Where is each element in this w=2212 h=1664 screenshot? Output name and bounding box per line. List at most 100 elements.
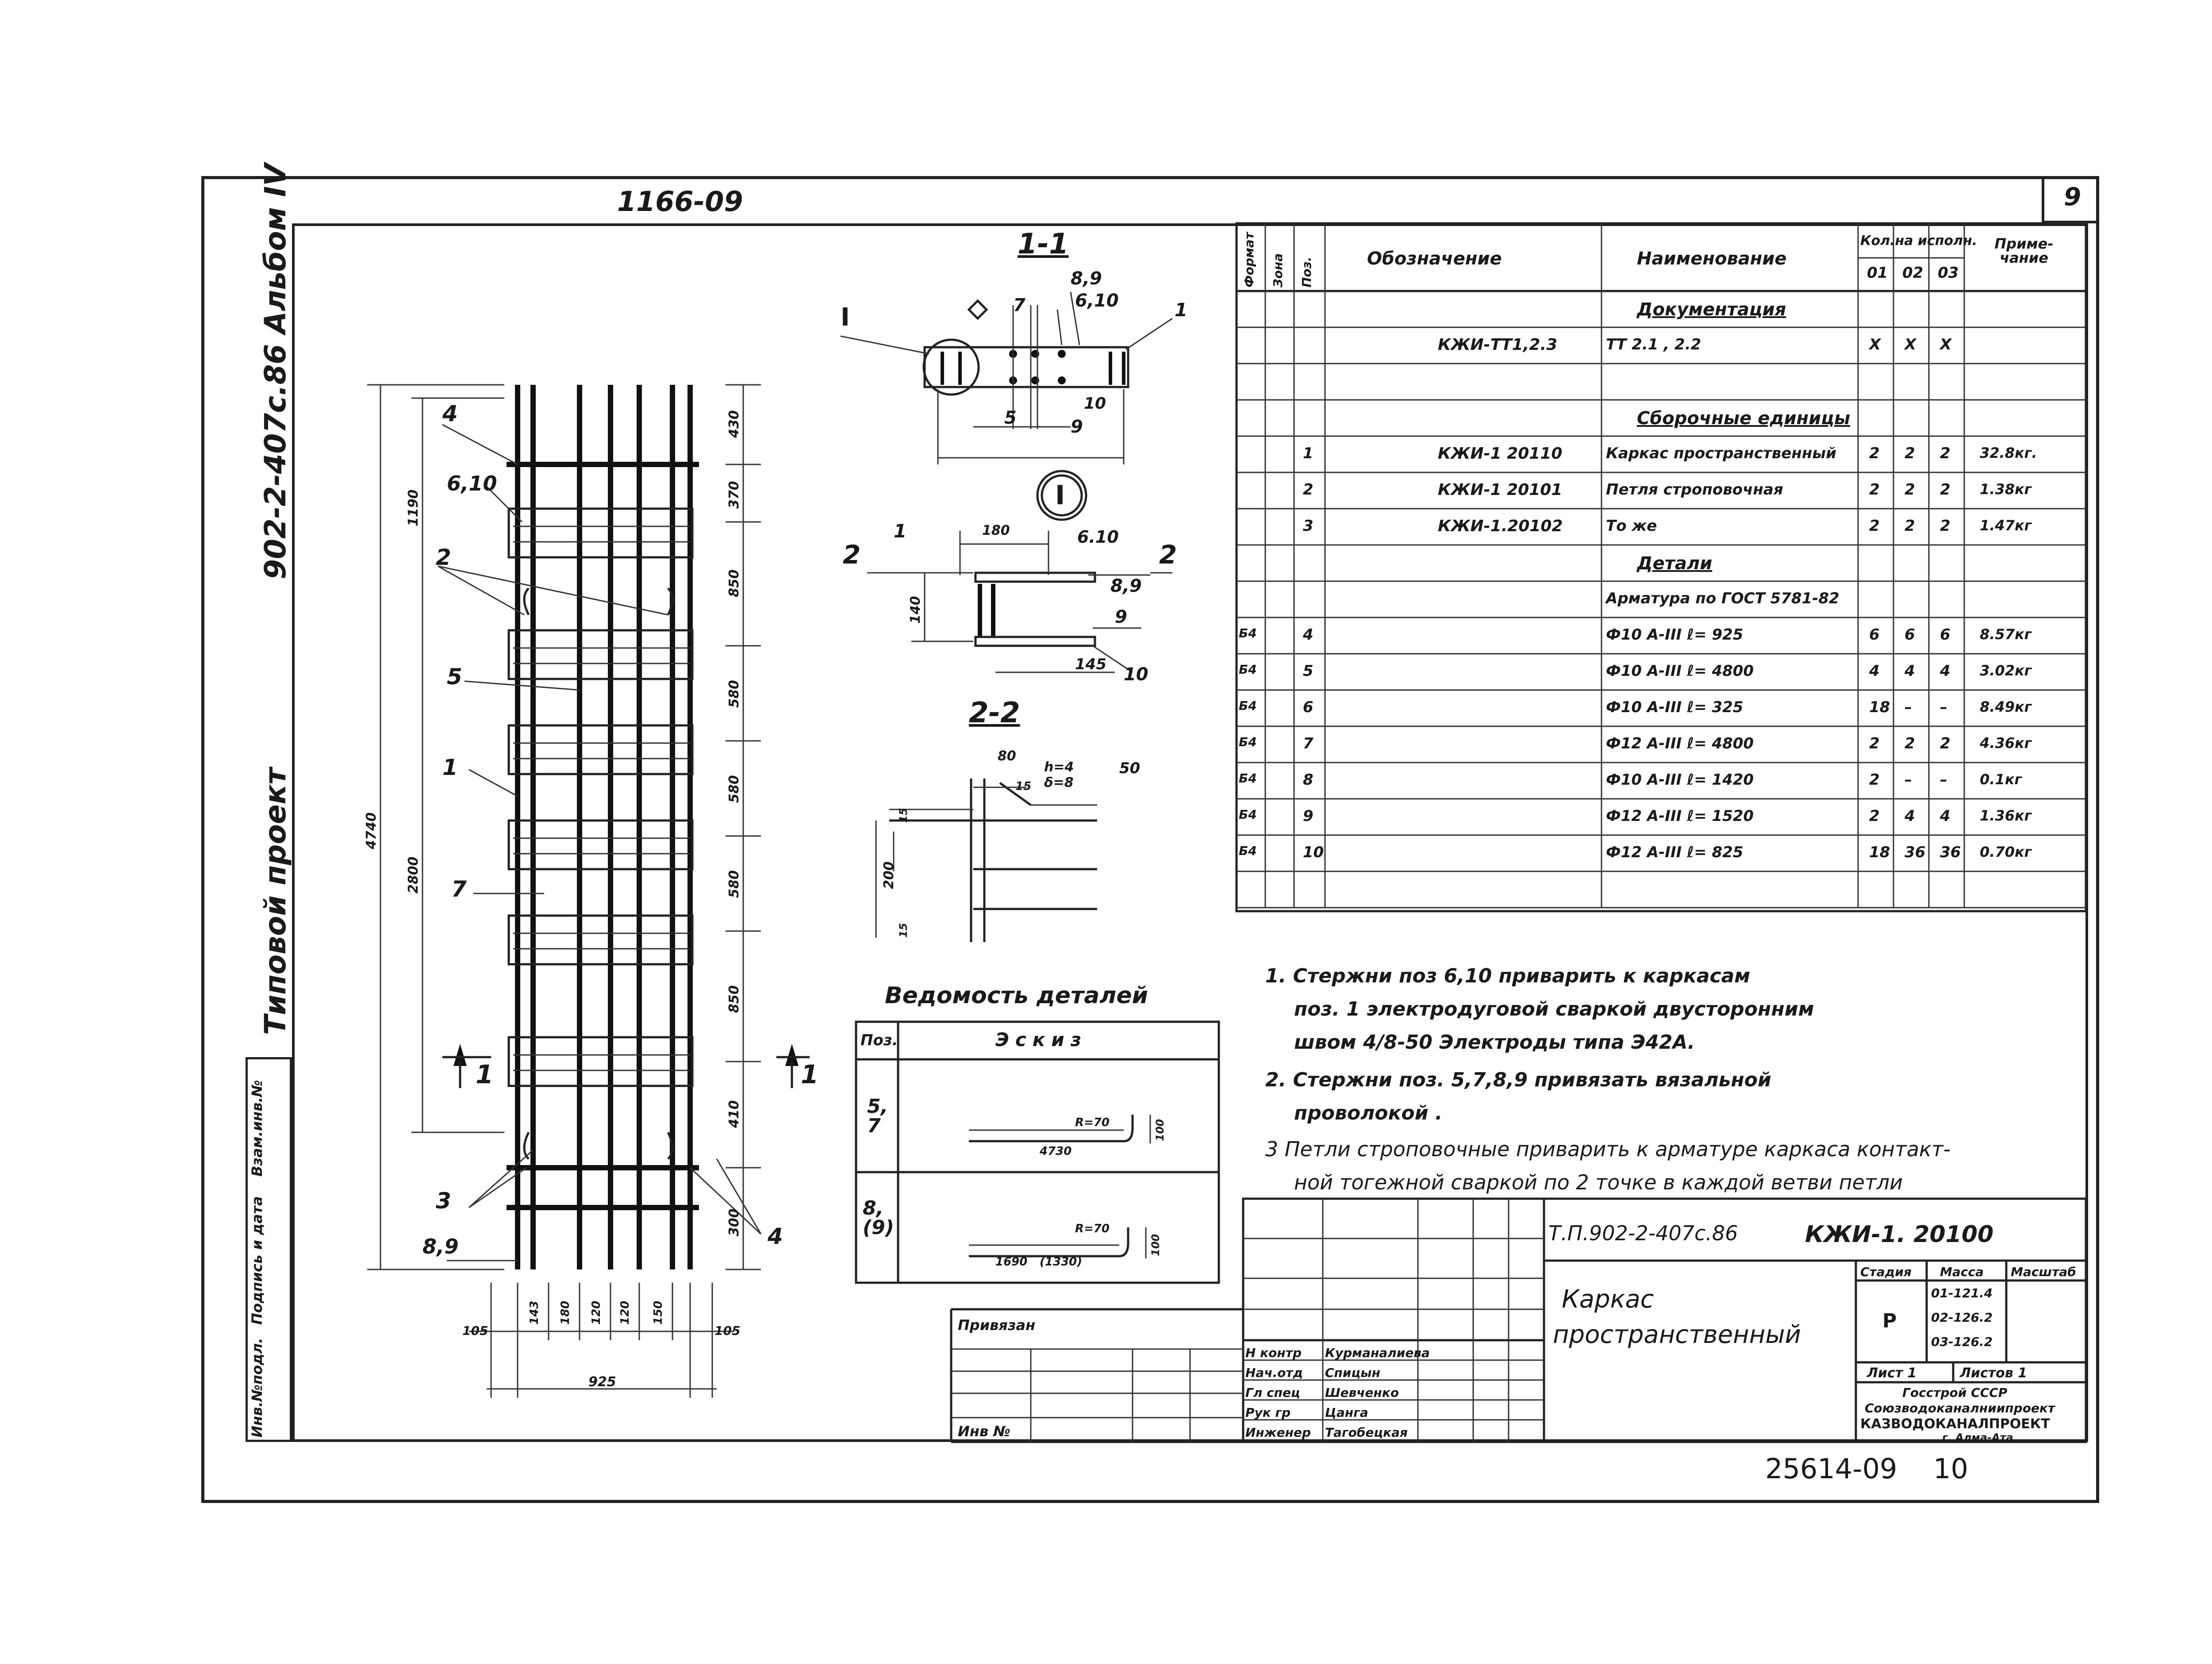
spec-cell-q02: 2 xyxy=(1905,445,1915,462)
sec11-label-d: 7 xyxy=(1013,295,1025,315)
dim-2800: 2800 xyxy=(406,856,421,894)
callout-3: 3 xyxy=(436,1188,451,1214)
tb-tp-code: Т.П.902-2-407с.86 xyxy=(1548,1221,1738,1245)
sec22-label-e: 145 xyxy=(1075,656,1106,673)
tb-sheet: Лист 1 xyxy=(1867,1365,1917,1381)
dim-b-5: 120 xyxy=(618,1300,632,1325)
spec-header-name: Наименование xyxy=(1637,249,1787,269)
sec22-label-a: 180 xyxy=(982,523,1010,538)
spec-cell-name: ТТ 2.1 , 2.2 xyxy=(1606,336,1701,353)
spec-cell-q03: 36 xyxy=(1940,844,1961,861)
spec-cell-designation: КЖИ-ТТ1,2.3 xyxy=(1438,336,1558,354)
secI-label-e: 15 xyxy=(1015,780,1032,793)
dim-4740: 4740 xyxy=(364,812,379,850)
bottom-page: 10 xyxy=(1933,1453,1968,1485)
view-I-label: I xyxy=(1055,480,1065,511)
spec-cell-q01: 2 xyxy=(1869,771,1880,789)
tb-org-2: Союзводоканалниипроект xyxy=(1865,1401,2055,1415)
details-row1-len: 4730 xyxy=(1040,1145,1072,1158)
tb-stage-header: Стадия xyxy=(1860,1265,1912,1279)
dim-v-7: 850 xyxy=(726,985,742,1013)
spec-cell-poz: 2 xyxy=(1303,481,1313,498)
spec-cell-q01: 2 xyxy=(1869,807,1880,825)
secI-label-d: 50 xyxy=(1119,759,1141,777)
dim-b-6: 150 xyxy=(652,1300,665,1325)
spec-cell-q03: 4 xyxy=(1940,662,1951,680)
bottom-code: 25614-09 xyxy=(1765,1453,1897,1485)
secI-label-h: 15 xyxy=(897,923,910,938)
sec11-label-h: I xyxy=(841,303,850,332)
spec-header-note: Приме-чание xyxy=(1994,235,2054,266)
callout-4-top: 4 xyxy=(442,401,458,426)
tb-inv-no: Инв № xyxy=(958,1423,1010,1440)
spec-cell-note: 8.49кг xyxy=(1980,698,2032,715)
spec-cell-designation: КЖИ-1 20101 xyxy=(1438,481,1563,499)
spec-cell-format: Б4 xyxy=(1239,807,1257,822)
details-col-sketch: Эскиз xyxy=(995,1029,1088,1051)
spec-cell-name: Ф10 А-III ℓ= 325 xyxy=(1606,698,1743,716)
spec-cell-poz: 3 xyxy=(1303,517,1313,535)
sec11-label-e: 5 xyxy=(1004,408,1017,428)
section-2-2-title: 2-2 xyxy=(969,697,1020,729)
spec-cell-q01: X xyxy=(1869,336,1881,353)
secI-label-a: 80 xyxy=(998,748,1016,764)
spec-header-q02: 02 xyxy=(1902,264,1924,282)
tb-mass-3: 03-126.2 xyxy=(1931,1334,1993,1349)
spec-cell-format: Б4 xyxy=(1239,698,1257,713)
callout-8-9: 8,9 xyxy=(422,1235,459,1258)
sec22-label-c: 8,9 xyxy=(1110,576,1142,596)
tb-role: Нач.отд xyxy=(1245,1365,1303,1380)
spec-cell-note: 3.02кг xyxy=(1980,662,2032,679)
spec-header-zone: Зона xyxy=(1271,253,1285,288)
spec-cell-name: Ф12 А-III ℓ= 1520 xyxy=(1606,807,1754,825)
spec-cell-q03: 6 xyxy=(1940,626,1951,644)
spec-cell-q02: 36 xyxy=(1905,844,1926,861)
spec-header-qty: Кол.на исполн. xyxy=(1860,233,1978,249)
spec-cell-q02: – xyxy=(1905,771,1912,789)
spec-cell-name: Документация xyxy=(1637,299,1786,320)
note-2-line-1: 2. Стержни поз. 5,7,8,9 привязать вязаль… xyxy=(1265,1069,1771,1091)
tb-mass-header: Масса xyxy=(1940,1265,1984,1279)
doc-code-top: 1166-09 xyxy=(617,185,743,218)
spec-cell-q02: 2 xyxy=(1905,735,1915,752)
spec-cell-q01: 6 xyxy=(1869,626,1880,644)
details-row2-h: 100 xyxy=(1149,1234,1162,1256)
tb-role-name: Тагобецкая xyxy=(1325,1425,1408,1440)
dim-v-9: 300 xyxy=(726,1208,742,1236)
sheet-outer-frame xyxy=(201,176,2099,1503)
callout-5: 5 xyxy=(447,664,462,690)
dim-v-3: 850 xyxy=(726,569,742,597)
spec-cell-format: Б4 xyxy=(1239,735,1257,749)
spec-cell-q03: 4 xyxy=(1940,807,1951,825)
spec-cell-q03: – xyxy=(1940,698,1947,716)
spec-cell-name: Петля строповочная xyxy=(1606,481,1783,498)
tb-role-name: Цанга xyxy=(1325,1405,1368,1420)
callout-4-bottom: 4 xyxy=(768,1223,783,1249)
spec-cell-poz: 10 xyxy=(1303,844,1324,861)
spec-cell-note: 1.38кг xyxy=(1980,481,2032,498)
spec-header-q01: 01 xyxy=(1867,264,1888,282)
dim-v-4: 580 xyxy=(726,680,742,708)
tb-org-3: КАЗВОДОКАНАЛПРОЕКТ xyxy=(1860,1416,2050,1432)
dim-b-2: 143 xyxy=(528,1300,541,1325)
spec-cell-designation: КЖИ-1.20102 xyxy=(1438,517,1563,535)
details-row1-h: 100 xyxy=(1154,1119,1166,1141)
dim-b-4: 120 xyxy=(590,1300,603,1325)
spec-cell-q02: X xyxy=(1905,336,1916,353)
spec-cell-q03: – xyxy=(1940,771,1947,789)
spec-cell-note: 0.1кг xyxy=(1980,771,2022,788)
spec-cell-name: Ф12 А-III ℓ= 825 xyxy=(1606,844,1743,861)
tb-mass-2: 02-126.2 xyxy=(1931,1310,1993,1325)
spec-cell-poz: 5 xyxy=(1303,662,1313,680)
spec-cell-q02: – xyxy=(1905,698,1912,716)
spec-cell-format: Б4 xyxy=(1239,771,1257,786)
spec-cell-q02: 6 xyxy=(1905,626,1915,644)
spec-cell-poz: 7 xyxy=(1303,735,1313,752)
note-1-line-2: поз. 1 электродуговой сваркой двусторонн… xyxy=(1294,998,1814,1020)
spec-cell-name: Ф12 А-III ℓ= 4800 xyxy=(1606,735,1754,752)
tb-title-line-2: пространственный xyxy=(1553,1320,1801,1349)
spec-cell-note: 1.36кг xyxy=(1980,807,2032,824)
secI-label-b: h=4 xyxy=(1044,759,1074,775)
callout-1: 1 xyxy=(442,755,458,780)
